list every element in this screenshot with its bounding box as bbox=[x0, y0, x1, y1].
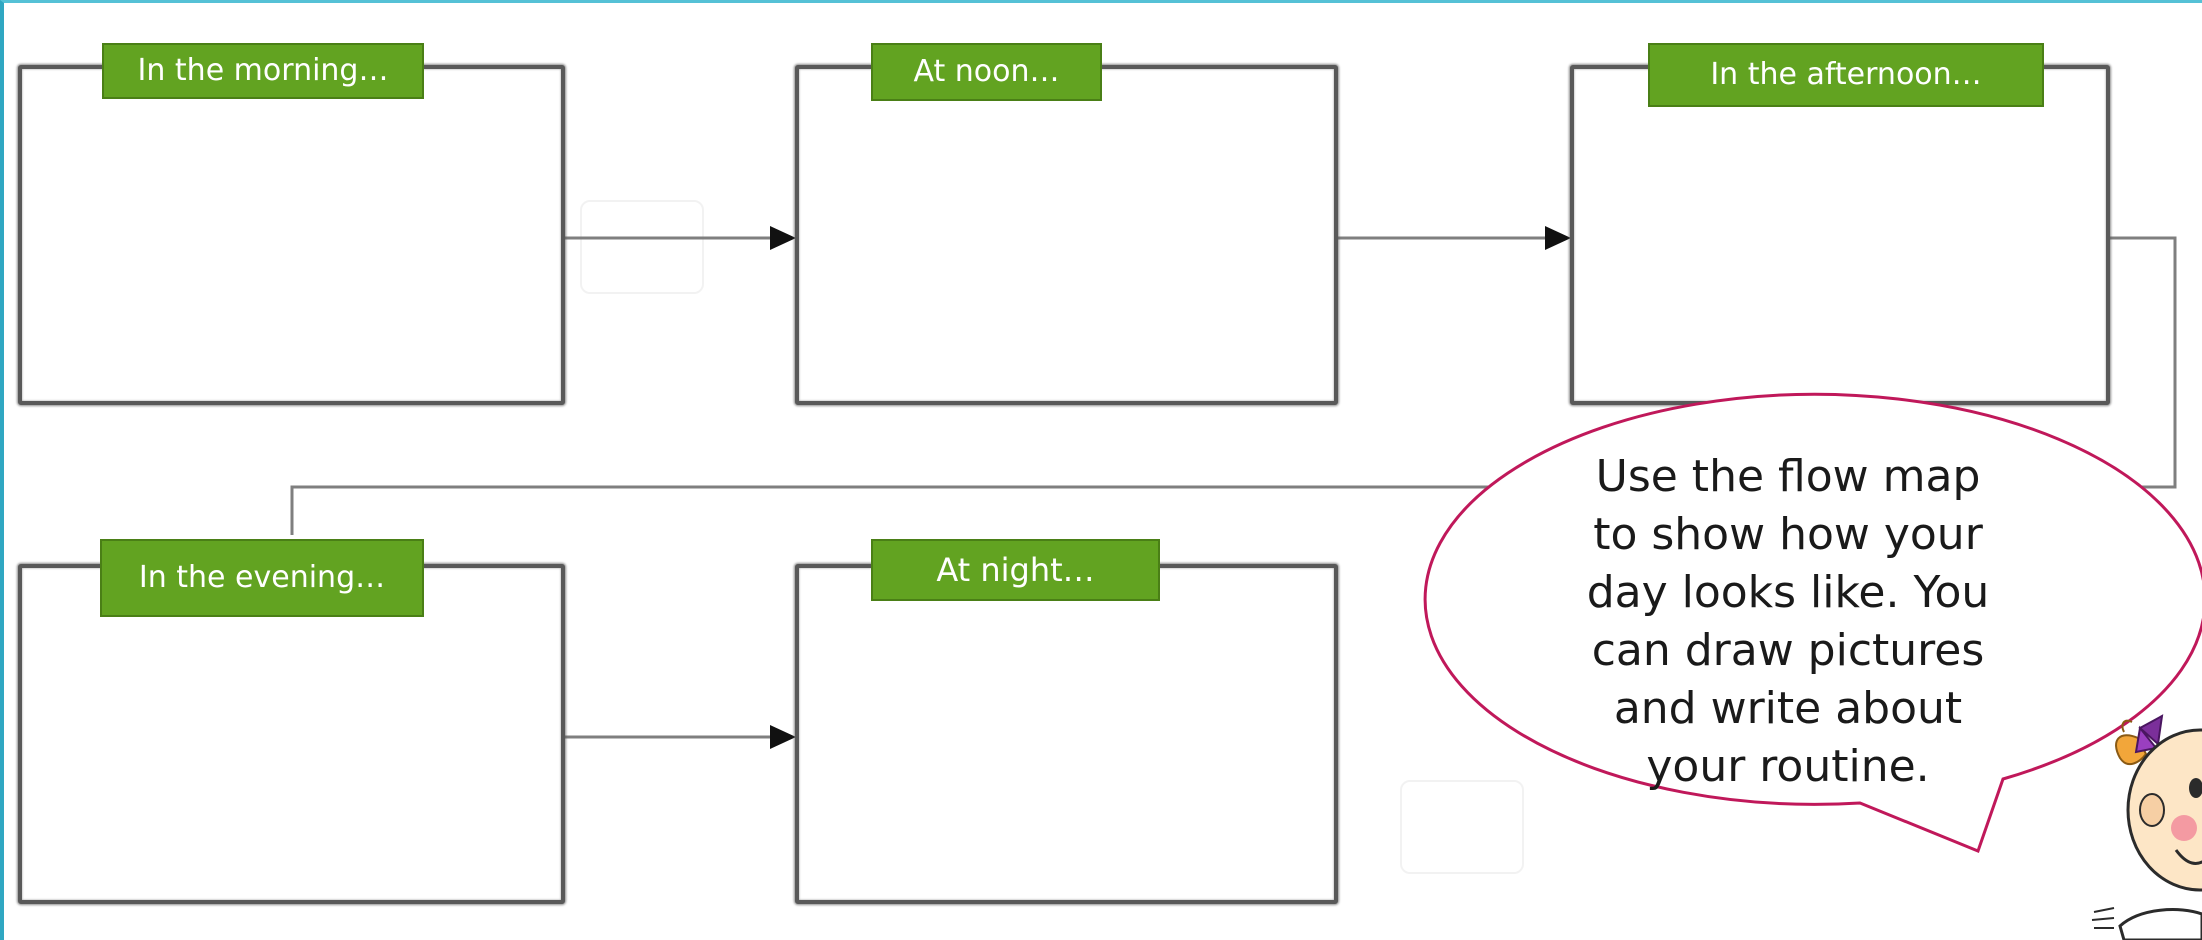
label-night: At night… bbox=[871, 539, 1160, 601]
cartoon-girl-icon bbox=[2091, 714, 2202, 940]
arrowhead-night-icon bbox=[770, 725, 796, 749]
flow-box-evening[interactable] bbox=[18, 564, 565, 904]
label-evening: In the evening… bbox=[100, 539, 424, 617]
label-noon: At noon… bbox=[871, 43, 1102, 101]
connector-afternoon-evening bbox=[290, 236, 2177, 535]
arrowhead-afternoon-icon bbox=[1545, 226, 1571, 250]
speech-bubble-outline bbox=[1423, 392, 2202, 853]
callout-text: Use the flow map to show how your day lo… bbox=[1586, 451, 1990, 792]
flow-box-night[interactable] bbox=[795, 564, 1338, 904]
label-morning: In the morning… bbox=[102, 43, 424, 99]
label-afternoon: In the afternoon… bbox=[1648, 43, 2044, 107]
arrowhead-noon-icon bbox=[770, 226, 796, 250]
